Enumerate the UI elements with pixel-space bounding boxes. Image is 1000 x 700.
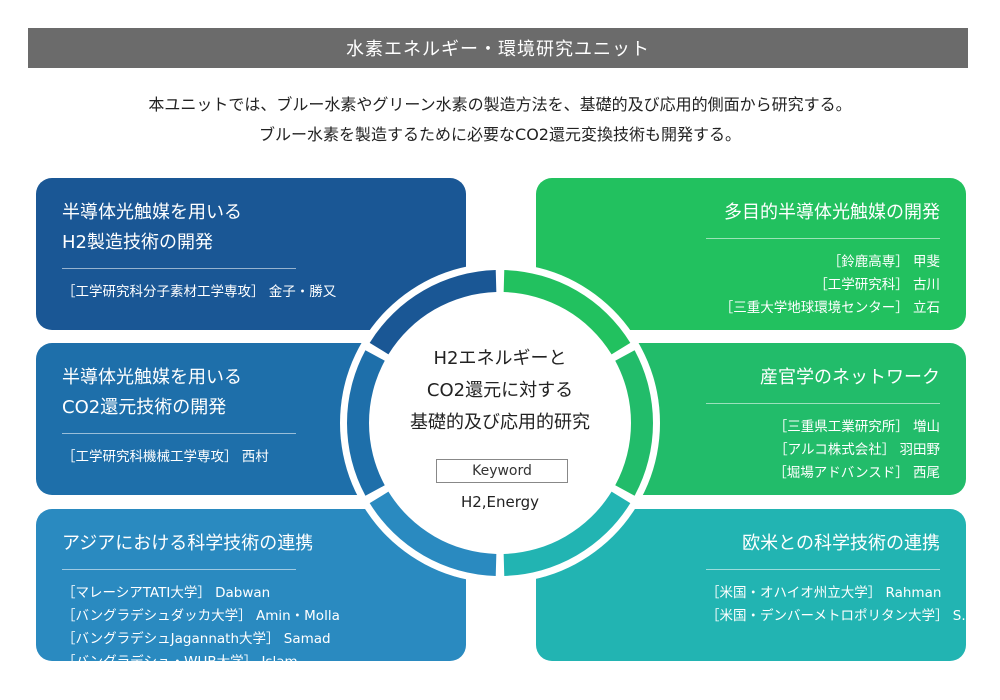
ring-segment (503, 491, 631, 576)
card-divider (62, 268, 296, 269)
card-member: ［バングラデシュ・WUB大学］ Islam (62, 654, 298, 670)
intro-line-2: ブルー水素を製造するために必要なCO2還元変換技術も開発する。 (259, 125, 741, 144)
intro-text: 本ユニットでは、ブルー水素やグリーン水素の製造方法を、基礎的及び応用的側面から研… (0, 90, 1000, 150)
card-member: ［工学研究科分子素材工学専攻］ 金子・勝又 (62, 284, 337, 300)
card-divider (706, 238, 940, 239)
card-title: アジアにおける科学技術の連携 (62, 533, 314, 554)
ring-segment (369, 491, 497, 576)
center-label-line-2: CO2還元に対する (426, 380, 574, 401)
keyword-box: Keyword (436, 459, 568, 483)
card-member: ［バングラデシュJagannath大学］ Samad (62, 631, 331, 647)
card-member: ［アルコ株式会社］ 羽田野 (774, 442, 940, 458)
page-title-bar: 水素エネルギー・環境研究ユニット (28, 28, 968, 68)
card-divider (62, 433, 296, 434)
card-member: ［米国・デンバーメトロポリタン大学］ S. Ahsan (706, 608, 1000, 624)
card-member: ［工学研究科］ 古川 (814, 277, 940, 293)
keyword-value: H2,Energy (460, 493, 540, 511)
center-label-line-3: 基礎的及び応用的研究 (410, 412, 590, 433)
ring-segment (369, 270, 497, 355)
card-divider (62, 569, 296, 570)
card-title: 半導体光触媒を用いる (62, 367, 242, 388)
card-divider (706, 569, 940, 570)
card-member: ［マレーシアTATI大学］ Dabwan (62, 585, 271, 601)
ring-inner-disc (370, 293, 630, 553)
card-title: H2製造技術の開発 (62, 232, 213, 253)
card-title: 欧米との科学技術の連携 (742, 533, 940, 554)
card-member: ［バングラデシュダッカ大学］ Amin・Molla (62, 608, 340, 624)
card-divider (706, 403, 940, 404)
card-title: 多目的半導体光触媒の開発 (724, 202, 940, 223)
ring-segment (347, 350, 385, 496)
card-title: 半導体光触媒を用いる (62, 202, 242, 223)
ring-segment (503, 270, 631, 355)
keyword-label: Keyword (472, 463, 532, 479)
card-member: ［堀場アドバンスド］ 西尾 (773, 465, 940, 481)
card-member: ［米国・オハイオ州立大学］ Rahman (706, 585, 942, 601)
center-label: H2エネルギーと CO2還元に対する 基礎的及び応用的研究 (340, 343, 660, 439)
ring-segments (347, 270, 653, 576)
page-title: 水素エネルギー・環境研究ユニット (346, 39, 650, 60)
card-title: CO2還元技術の開発 (62, 397, 227, 418)
intro-line-1: 本ユニットでは、ブルー水素やグリーン水素の製造方法を、基礎的及び応用的側面から研… (148, 95, 852, 114)
card-member: ［工学研究科機械工学専攻］ 西村 (62, 449, 269, 465)
center-label-line-1: H2エネルギーと (433, 348, 567, 369)
center-ring (340, 263, 660, 583)
card-title: 産官学のネットワーク (760, 367, 940, 388)
card-h2-photocatalyst: 半導体光触媒を用いる H2製造技術の開発 ［工学研究科分子素材工学専攻］ 金子・… (36, 178, 466, 330)
card-member: ［鈴鹿高専］ 甲斐 (827, 254, 940, 270)
ring-segment (615, 350, 653, 496)
card-member: ［三重県工業研究所］ 増山 (773, 419, 940, 435)
card-member: ［三重大学地球環境センター］ 立石 (719, 300, 940, 316)
